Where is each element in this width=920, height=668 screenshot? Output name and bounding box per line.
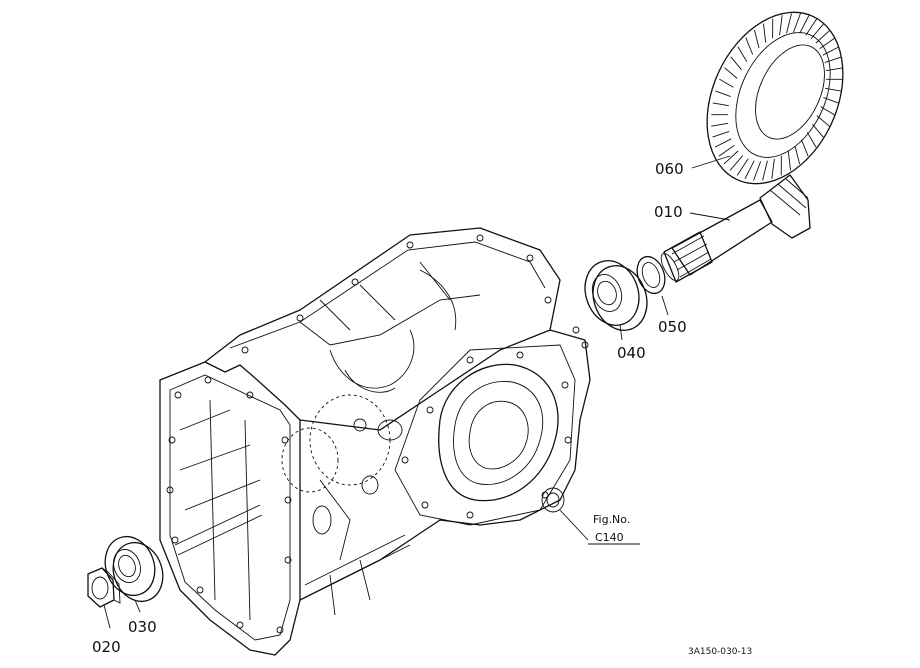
gear-tooth: [763, 23, 767, 43]
pinion-shaft-010: [660, 174, 811, 283]
gear-tooth: [737, 46, 748, 63]
nut-020: [87, 567, 121, 608]
collar-050: [636, 255, 666, 295]
figure-ref-line1: Fig.No.: [593, 513, 630, 526]
gear-tooth: [712, 102, 729, 107]
gear-tooth: [715, 90, 731, 97]
part-label-040: 040: [617, 344, 646, 362]
gear-tooth: [824, 56, 842, 64]
gear-tooth: [712, 130, 730, 138]
gear-tooth: [736, 158, 749, 176]
gear-tooth: [711, 122, 729, 127]
gear-tooth: [800, 139, 809, 157]
ring-gear-teeth: [711, 13, 843, 181]
gear-tooth: [819, 37, 836, 50]
gear-tooth: [825, 87, 842, 92]
gear-tooth: [806, 131, 817, 148]
bearing-030: [104, 535, 164, 603]
part-label-060: 060: [655, 160, 684, 178]
gear-tooth: [779, 15, 783, 36]
gear-tooth: [792, 13, 801, 33]
drawing-code: 3A150-030-13: [688, 647, 752, 657]
leader-lines: [103, 155, 731, 629]
gear-tooth: [730, 56, 742, 71]
gear-tooth: [794, 145, 801, 165]
gear-tooth: [825, 67, 843, 72]
bolt-holes: [166, 234, 589, 634]
gear-tooth: [786, 13, 792, 34]
gear-tooth: [816, 115, 830, 127]
gear-tooth: [799, 15, 810, 34]
figure-reference: Fig.No. C140: [588, 513, 640, 545]
gear-tooth: [823, 97, 839, 104]
ring-gear-060: [706, 11, 844, 185]
gear-tooth: [729, 155, 744, 171]
transmission-case: [159, 227, 591, 656]
gear-tooth: [771, 158, 775, 179]
gear-tooth: [822, 46, 840, 56]
gear-tooth: [787, 151, 791, 171]
part-label-050: 050: [658, 318, 687, 336]
gear-tooth: [718, 144, 735, 157]
gear-tooth: [815, 29, 831, 44]
gear-tooth: [753, 161, 762, 181]
gear-tooth: [724, 67, 738, 79]
gear-tooth: [753, 29, 760, 49]
part-label-020: 020: [92, 638, 121, 656]
gear-tooth: [762, 160, 768, 181]
gear-tooth: [719, 78, 734, 88]
gear-tooth: [723, 150, 739, 165]
gear-tooth: [812, 123, 824, 138]
gear-tooth: [745, 37, 754, 55]
gear-tooth: [820, 106, 835, 116]
part-label-030: 030: [128, 618, 157, 636]
gear-tooth: [744, 160, 755, 179]
gear-tooth: [810, 23, 825, 39]
part-label-010: 010: [654, 203, 683, 221]
gear-tooth: [805, 18, 818, 36]
figure-ref-line2: C140: [595, 531, 624, 544]
gear-tooth: [714, 138, 732, 148]
